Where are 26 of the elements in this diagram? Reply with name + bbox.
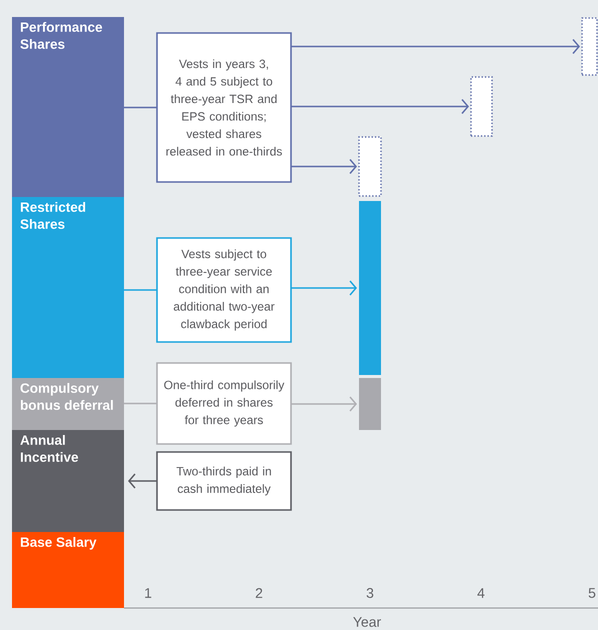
arrow (291, 280, 357, 296)
vesting-bar (359, 378, 381, 430)
text-box: One-third compulsorily deferred in shares for three years (156, 362, 292, 445)
category-band: Performance Shares (12, 17, 124, 197)
vesting-bar (359, 201, 381, 375)
category-band: Base Salary (12, 532, 124, 608)
tick-label: 2 (256, 588, 262, 598)
category-band: Annual Incentive (12, 430, 124, 532)
tick-label: 1 (145, 588, 152, 598)
category-band: Restricted Shares (12, 197, 124, 378)
dotted-box (581, 17, 598, 76)
tick-label: 5 (588, 588, 596, 598)
text-box: Vests subject to three-year service condition with an additional two-year clawback period (156, 237, 292, 343)
dotted-box (358, 136, 382, 197)
category-band: Compulsory bonus deferral (12, 378, 124, 430)
text-box: Two-thirds paid in cash immediately (156, 451, 292, 511)
axis-title: Year (353, 617, 381, 627)
dotted-box (470, 76, 493, 137)
tick-label: 4 (477, 588, 484, 598)
text-box: Vests in years 3, 4 and 5 subject to three-year TSR and EPS conditions; vested shares released in one-thirds (156, 32, 292, 183)
tick-label: 3 (366, 588, 374, 598)
arrow (291, 99, 469, 114)
arrow (291, 396, 357, 412)
arrow (291, 39, 580, 54)
arrow (128, 474, 157, 488)
arrow (291, 159, 357, 174)
